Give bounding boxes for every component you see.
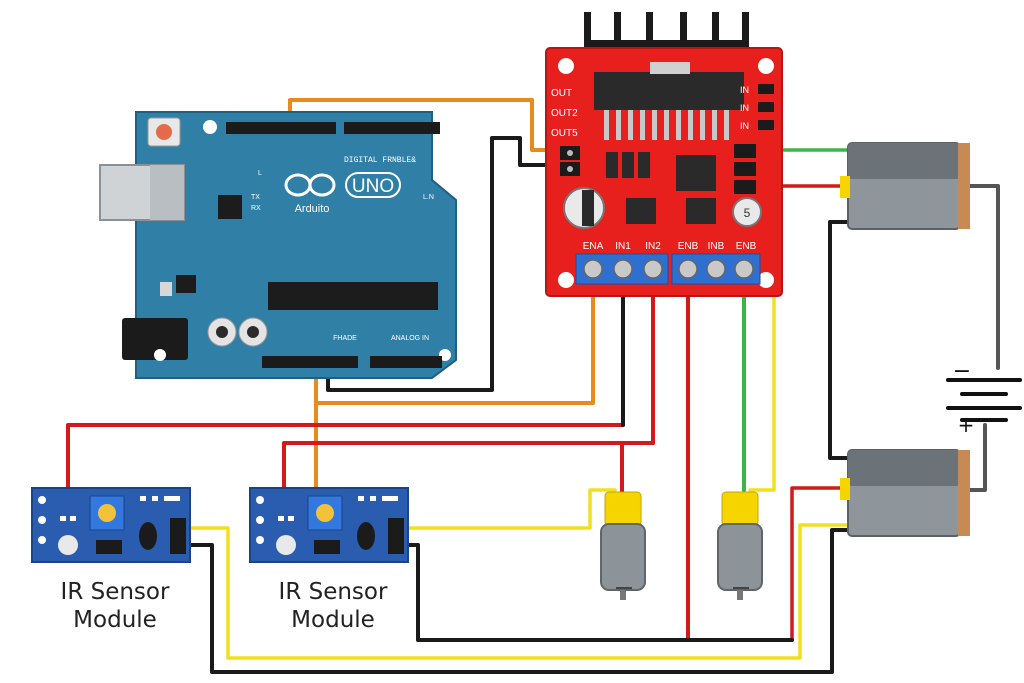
gear-motor-1 xyxy=(600,491,646,600)
wire-black-driver-arduino xyxy=(326,136,562,392)
gear-motor-2 xyxy=(717,491,763,600)
ir-sensor-1-caption: IR Sensor Module xyxy=(40,578,190,634)
in-side-label: IN xyxy=(740,85,749,95)
infinity-logo-icon xyxy=(284,173,336,197)
wire-red-in2 xyxy=(282,273,655,502)
dc-motor-top xyxy=(840,142,970,230)
digital-header xyxy=(344,122,440,134)
digital-label: DIGITAL FRNBLE& xyxy=(344,156,416,165)
mount-hole xyxy=(438,120,452,134)
out-label: OUT2 xyxy=(551,108,578,119)
capacitor xyxy=(732,197,762,227)
wire-yellow-sensor1 xyxy=(183,523,850,660)
terminal-label-enb: ENB xyxy=(678,241,699,252)
wire-black-sensor2 xyxy=(400,543,794,642)
dc-jack xyxy=(122,318,188,360)
mount-hole xyxy=(758,58,774,74)
screw-icon xyxy=(678,259,698,279)
microcontroller-chip xyxy=(268,282,438,310)
mount-hole xyxy=(203,120,217,134)
logic-chip xyxy=(676,155,716,191)
wire-black-right xyxy=(828,220,850,460)
battery-symbol xyxy=(946,378,1022,422)
terminal-label-inb: INB xyxy=(708,241,725,252)
on-label: L.N xyxy=(423,194,434,201)
power-label: FHADE xyxy=(333,335,357,342)
uno-badge xyxy=(345,172,401,198)
screw-icon xyxy=(613,259,633,279)
dc-motor-bottom xyxy=(840,449,970,537)
battery-plus: + xyxy=(958,413,975,437)
uno-label: UNO xyxy=(352,176,394,197)
terminal-label-enb2: ENB xyxy=(736,241,757,252)
in-side-label: IN xyxy=(740,103,749,113)
mount-hole xyxy=(758,272,774,288)
battery-minus: − xyxy=(953,359,971,384)
wire-black-sensor1 xyxy=(183,528,850,674)
analog-label: ANALOG IN xyxy=(391,335,429,342)
digital-header xyxy=(226,122,336,134)
caption-line1: IR Sensor xyxy=(278,579,388,605)
driver-chip xyxy=(594,72,744,110)
screw-icon xyxy=(643,259,663,279)
rx-label: RX xyxy=(251,205,261,212)
tx-label: TX xyxy=(251,194,260,201)
ir-led xyxy=(58,535,78,555)
mount-hole xyxy=(558,58,574,74)
screw-icon xyxy=(583,259,603,279)
in-side-label: IN xyxy=(740,121,749,131)
analog-header xyxy=(370,356,442,368)
mount-hole xyxy=(558,272,574,288)
terminal-label-in1: IN1 xyxy=(615,241,631,252)
wire-red-motor1 xyxy=(620,441,655,497)
arduino-board: UNO Arduito DIGITAL FRNBLE& L TX RX L.N … xyxy=(99,111,457,379)
mount-hole xyxy=(154,349,166,361)
ir-sensor-1 xyxy=(31,487,191,563)
ir-sensor-2 xyxy=(249,487,409,563)
out-label: OUT5 xyxy=(551,128,578,139)
wire-orange-ena xyxy=(314,273,595,502)
caption-line1: IR Sensor xyxy=(60,579,170,605)
out-label: OUT xyxy=(551,88,572,99)
brand-label: Arduito xyxy=(295,203,330,215)
power-header xyxy=(262,356,358,368)
wire-orange-top xyxy=(288,98,562,152)
terminal-label-in2: IN2 xyxy=(645,241,661,252)
screw-icon xyxy=(734,259,754,279)
wire-battery-top xyxy=(968,184,1000,370)
wire-battery-bottom xyxy=(968,423,987,492)
terminal-label-ena: ENA xyxy=(583,241,604,252)
caption-line2: Module xyxy=(291,607,375,633)
ir-sensor-2-caption: IR Sensor Module xyxy=(258,578,408,634)
motor-driver-board: 5 OUT OUT2 OUT5 IN IN IN ENA IN1 IN2 ENB… xyxy=(545,12,783,297)
l-label: L xyxy=(258,170,262,177)
capacitor-mark: 5 xyxy=(744,206,751,220)
wire-yellow-sensor2 xyxy=(400,488,617,530)
caption-line2: Module xyxy=(73,607,157,633)
ir-led xyxy=(276,535,296,555)
screw-icon xyxy=(706,259,726,279)
